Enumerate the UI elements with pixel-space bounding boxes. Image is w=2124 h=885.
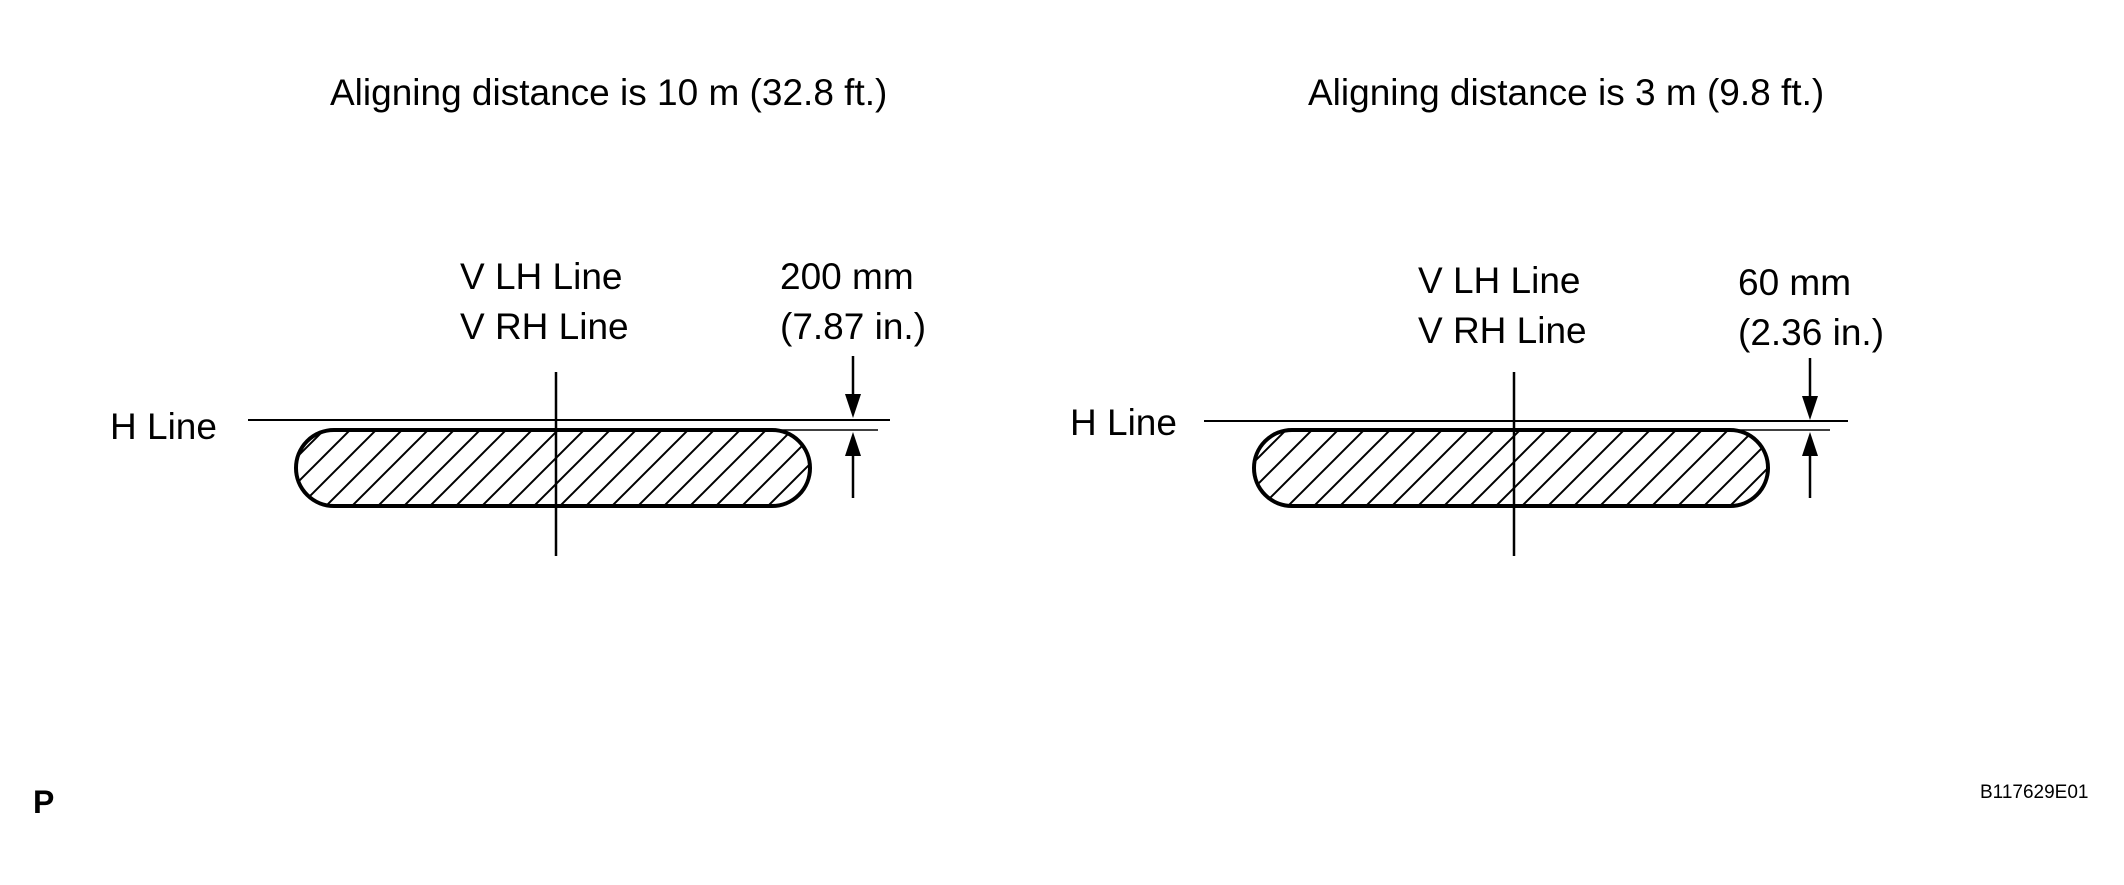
panel-3m: [1204, 358, 1848, 556]
title-10m: Aligning distance is 10 m (32.8 ft.): [330, 72, 888, 113]
dim-in-right: (2.36 in.): [1738, 312, 1885, 353]
arrow-up-left: [845, 432, 861, 456]
dim-mm-right: 60 mm: [1738, 262, 1852, 303]
beam-pattern-left: [294, 428, 812, 508]
arrow-down-right: [1802, 396, 1818, 420]
h-line-label-right: H Line: [1070, 402, 1177, 443]
title-3m: Aligning distance is 3 m (9.8 ft.): [1308, 72, 1825, 113]
arrow-down-left: [845, 394, 861, 418]
page-marker: P: [33, 784, 55, 820]
panel-10m: [248, 356, 890, 556]
dim-mm-left: 200 mm: [780, 256, 914, 297]
v-lh-line-label-left: V LH Line: [460, 256, 623, 297]
figure-code: B117629E01: [1980, 782, 2089, 803]
v-rh-line-label-left: V RH Line: [460, 306, 629, 347]
v-rh-line-label-right: V RH Line: [1418, 310, 1587, 351]
arrow-up-right: [1802, 432, 1818, 456]
h-line-label-left: H Line: [110, 406, 217, 447]
beam-pattern-right: [1252, 428, 1770, 508]
dim-in-left: (7.87 in.): [780, 306, 927, 347]
v-lh-line-label-right: V LH Line: [1418, 260, 1581, 301]
